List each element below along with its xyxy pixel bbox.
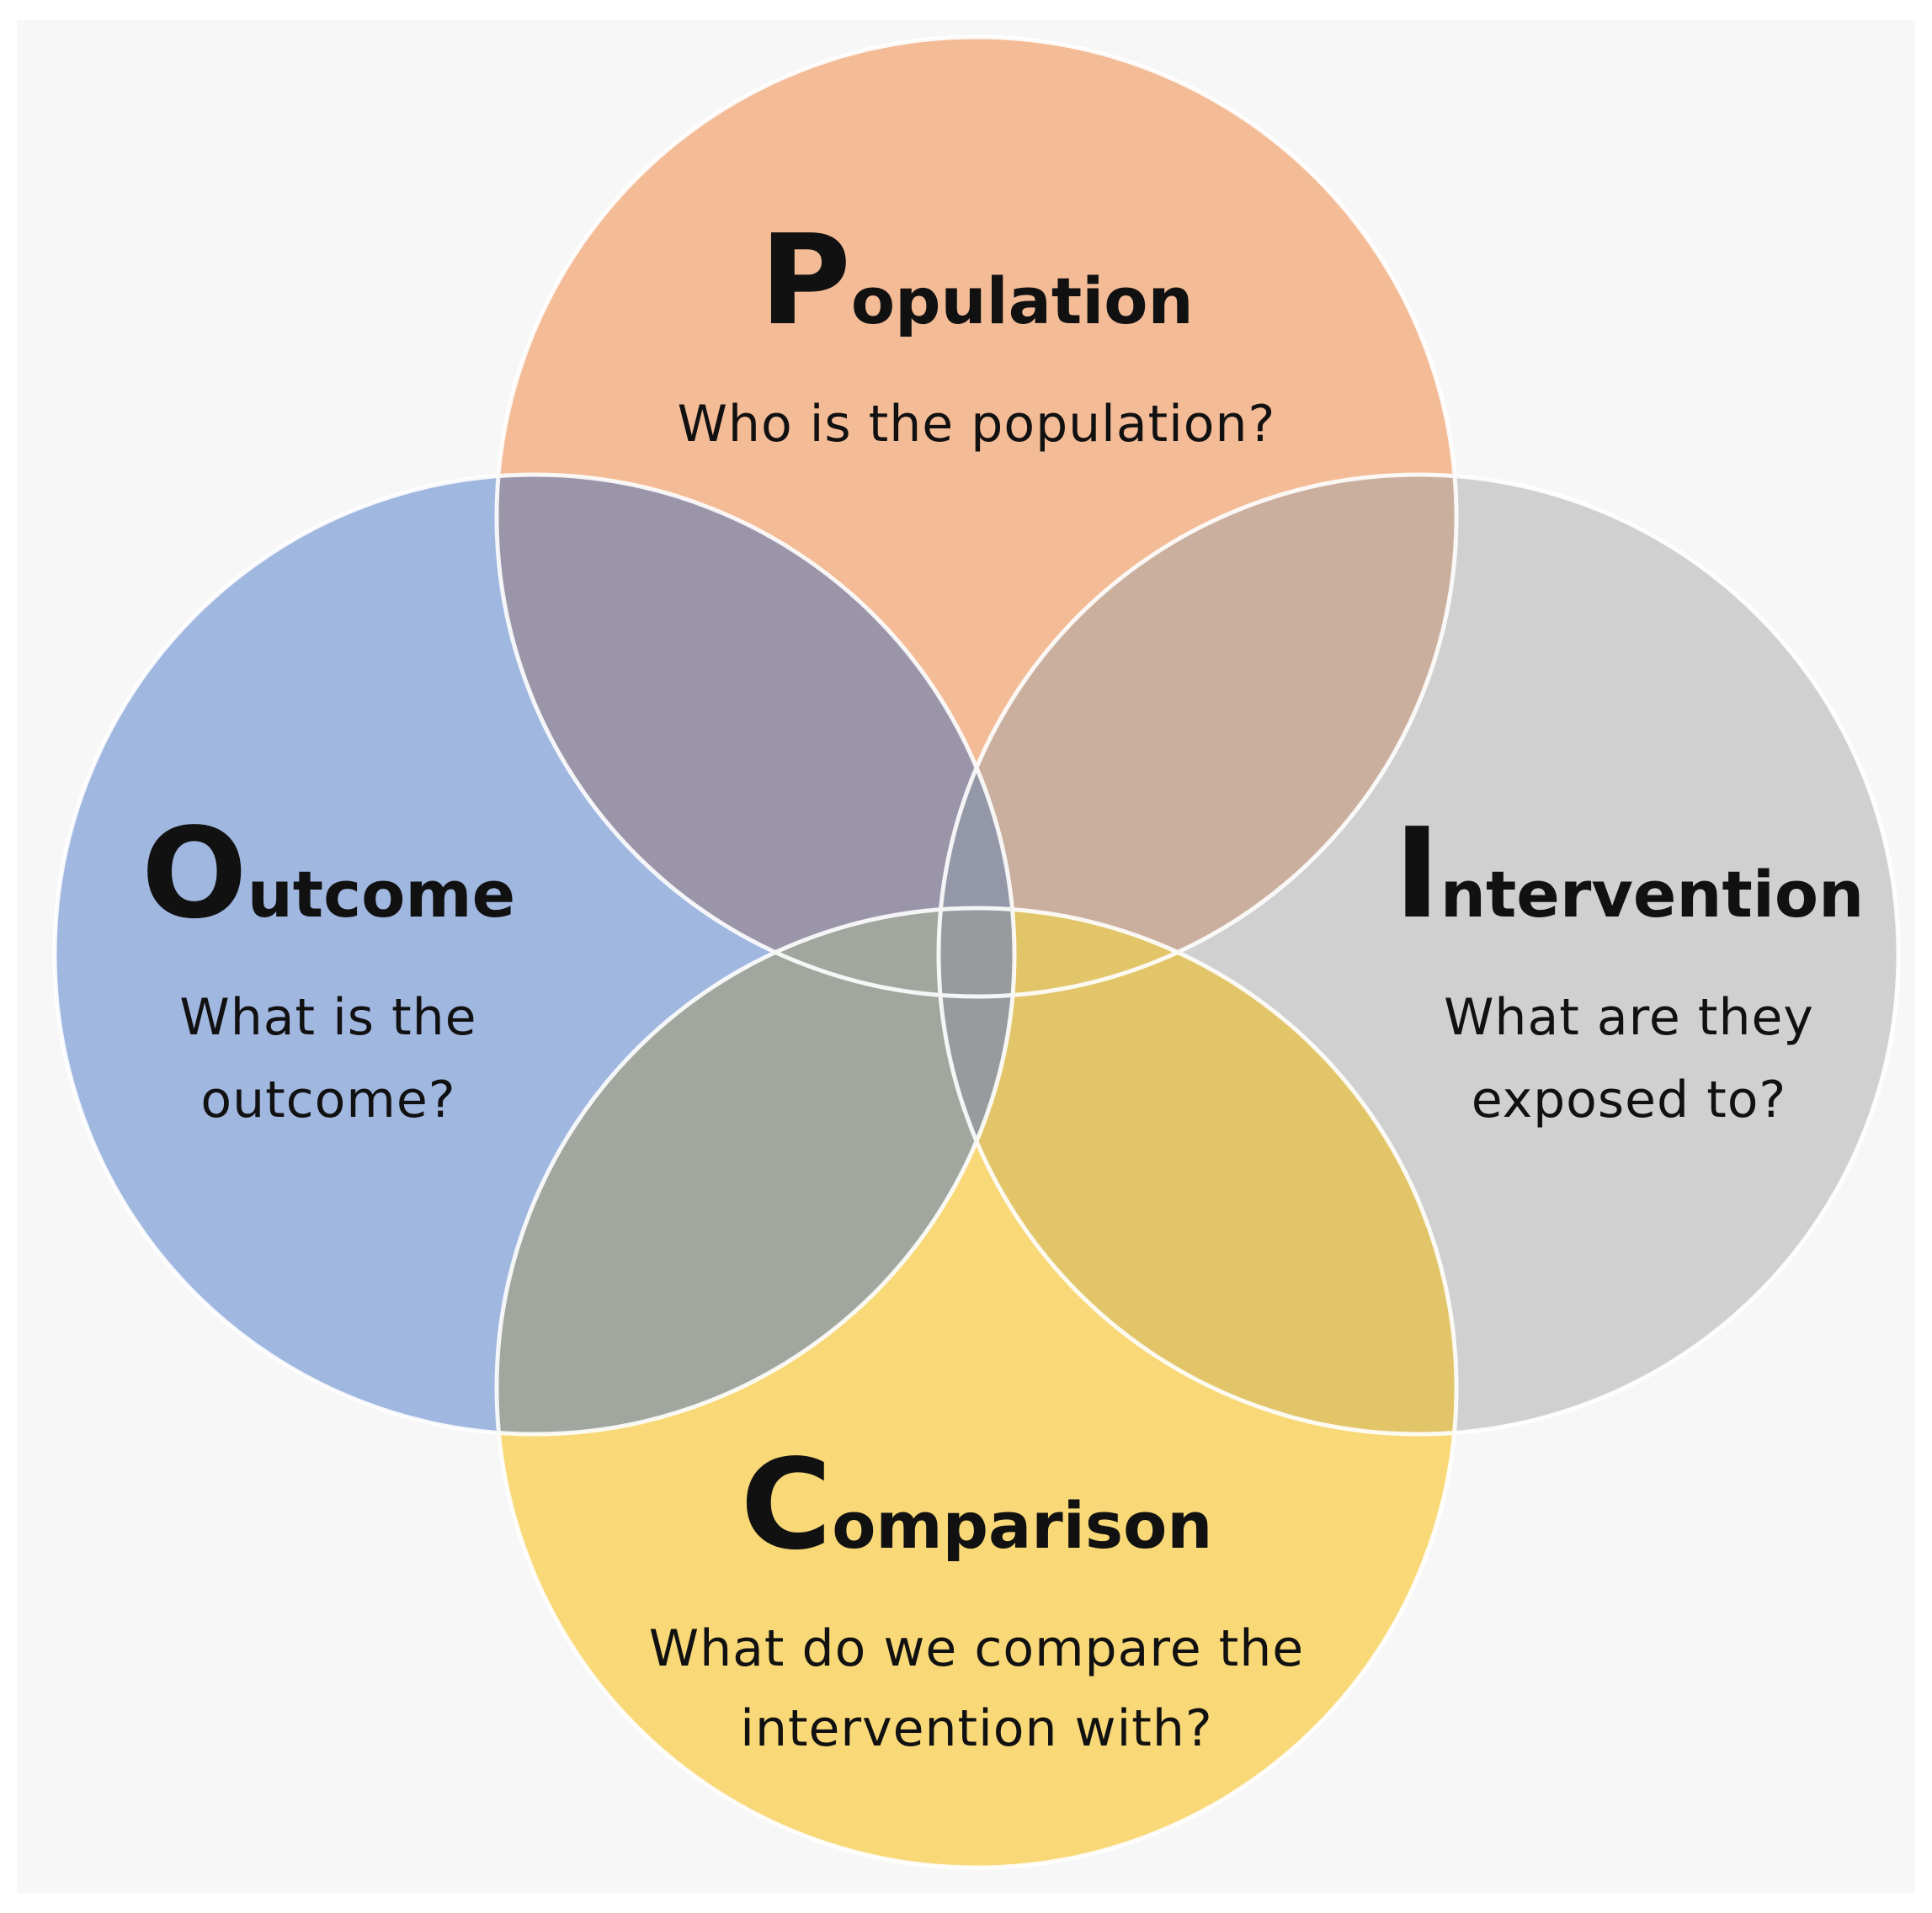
population-question: Who is the population?: [678, 395, 1276, 454]
picot-venn-diagram: Population Who is the population? Outcom…: [52, 35, 1901, 1870]
outcome-title: Outcome: [141, 801, 515, 946]
diagram-canvas: Population Who is the population? Outcom…: [17, 20, 1915, 1893]
outcome-question-line-2: outcome?: [200, 1071, 455, 1129]
intervention-title: Intervention: [1394, 801, 1864, 946]
outcome-question-line-1: What is the: [179, 988, 476, 1047]
population-title: Population: [759, 208, 1193, 353]
comparison-question-line-1: What do we compare the: [649, 1619, 1304, 1678]
intervention-question-line-1: What are they: [1444, 988, 1814, 1047]
comparison-title: Comparison: [741, 1432, 1213, 1577]
comparison-question-line-2: intervention with?: [740, 1699, 1212, 1758]
intervention-question-line-2: exposed to?: [1472, 1071, 1787, 1129]
